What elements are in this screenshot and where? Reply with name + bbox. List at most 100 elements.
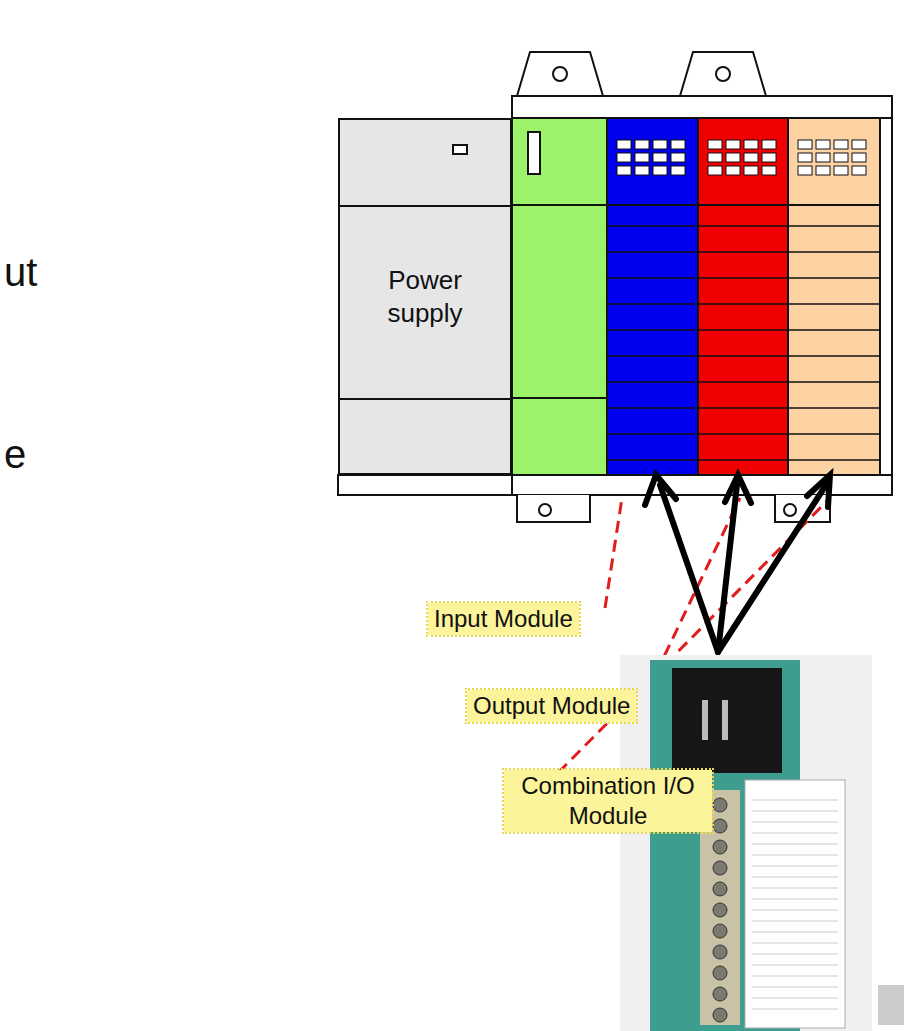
terminal-row — [788, 433, 880, 435]
module-divider — [512, 397, 607, 399]
mounting-hole — [716, 67, 730, 81]
callout-label: Combination I/O Module — [504, 770, 712, 832]
status-led — [617, 140, 631, 149]
chassis-top-rail — [512, 96, 892, 118]
module-details — [512, 140, 880, 460]
terminal-row — [698, 303, 788, 305]
status-led — [726, 166, 740, 175]
terminal-screw — [713, 924, 727, 938]
status-led — [852, 140, 866, 149]
status-led — [762, 166, 776, 175]
status-led — [852, 166, 866, 175]
status-led — [834, 153, 848, 162]
card-line — [752, 998, 838, 999]
terminal-row — [698, 381, 788, 383]
chassis-base-rail — [512, 475, 892, 495]
card-line — [752, 833, 838, 834]
card-line — [752, 811, 838, 812]
terminal-row — [607, 251, 698, 253]
power-indicator — [452, 144, 468, 155]
card-line — [752, 910, 838, 911]
label-card-lines — [752, 800, 838, 1009]
terminal-row — [788, 303, 880, 305]
callout-label: Input Module — [428, 603, 579, 635]
terminal-row — [788, 329, 880, 331]
terminal-screw — [713, 882, 727, 896]
status-led — [617, 153, 631, 162]
terminal-screw — [713, 1008, 727, 1022]
adjacent-part — [878, 985, 904, 1025]
card-line — [752, 976, 838, 977]
photo-background — [620, 655, 872, 1031]
status-led — [834, 140, 848, 149]
terminal-screw — [713, 987, 727, 1001]
status-led — [834, 166, 848, 175]
indicator-panel — [672, 668, 782, 773]
pointer-arrow — [660, 485, 718, 652]
module-divider — [698, 204, 788, 206]
terminal-screw — [713, 945, 727, 959]
terminal-row — [698, 329, 788, 331]
status-led — [726, 153, 740, 162]
panel-divider — [340, 205, 510, 207]
card-line — [752, 943, 838, 944]
status-led — [852, 153, 866, 162]
terminal-row — [788, 277, 880, 279]
terminal-row — [607, 329, 698, 331]
terminal-row — [607, 303, 698, 305]
status-led — [744, 153, 758, 162]
terminal-screws — [713, 798, 727, 1022]
card-line — [752, 932, 838, 933]
module-divider — [788, 204, 880, 206]
status-led — [708, 140, 722, 149]
status-led — [798, 153, 812, 162]
module-divider — [512, 204, 607, 206]
arrow-head — [725, 475, 751, 503]
terminal-row — [607, 225, 698, 227]
status-led — [671, 140, 685, 149]
status-led — [744, 140, 758, 149]
status-led — [708, 153, 722, 162]
pointer-arrow — [718, 485, 826, 652]
terminal-row — [698, 225, 788, 227]
plc-chassis — [338, 52, 892, 522]
pointer-arrows — [645, 475, 830, 652]
power-supply-module: Power supply — [338, 118, 512, 475]
chassis-end-cap — [880, 118, 892, 475]
terminal-screw — [713, 861, 727, 875]
terminal-row — [788, 355, 880, 357]
status-led — [617, 166, 631, 175]
card-line — [752, 899, 838, 900]
terminal-row — [698, 433, 788, 435]
terminal-row — [607, 407, 698, 409]
card-line — [752, 866, 838, 867]
status-led — [816, 166, 830, 175]
status-led — [816, 140, 830, 149]
status-led — [671, 153, 685, 162]
label-card — [745, 780, 845, 1028]
terminal-screw — [713, 903, 727, 917]
card-line — [752, 888, 838, 889]
status-led — [708, 166, 722, 175]
indicator-leds — [722, 700, 728, 740]
status-led — [635, 153, 649, 162]
status-led — [816, 153, 830, 162]
card-line — [752, 800, 838, 801]
status-led — [726, 140, 740, 149]
mounting-tab — [517, 52, 603, 96]
card-line — [752, 855, 838, 856]
status-led-strip — [528, 132, 540, 174]
status-led — [653, 153, 667, 162]
card-line — [752, 844, 838, 845]
card-line — [752, 822, 838, 823]
status-led — [762, 153, 776, 162]
terminal-row — [788, 225, 880, 227]
output-module-body — [698, 118, 788, 475]
terminal-row — [698, 355, 788, 357]
cpu-module — [512, 118, 607, 475]
combination-module-body — [788, 118, 880, 475]
card-line — [752, 877, 838, 878]
terminal-screw — [713, 798, 727, 812]
terminal-row — [788, 251, 880, 253]
